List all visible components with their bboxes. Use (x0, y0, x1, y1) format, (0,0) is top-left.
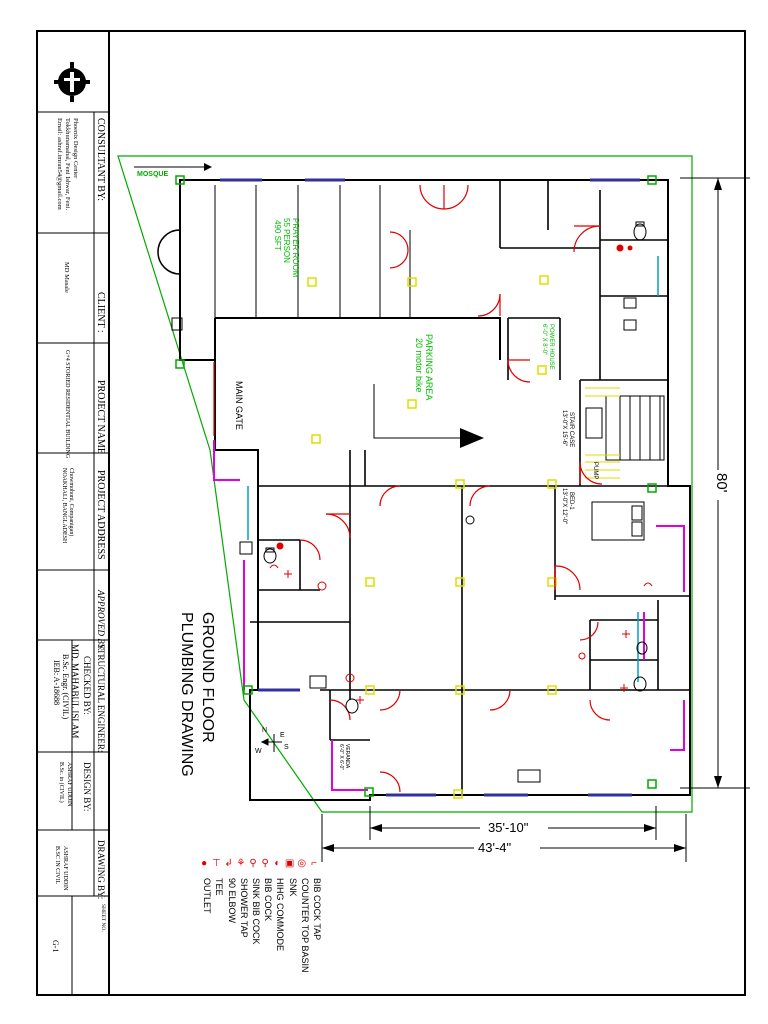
entry-arrow (373, 384, 484, 448)
drawing-title-line-2: PLUMBING DRAWING (178, 612, 195, 777)
bib-cock-tap-icon: ⌐ (311, 858, 317, 869)
legend-label: SHOWER TAP (238, 878, 249, 938)
sink-icon: ▣ (284, 858, 295, 869)
stair-steps-yellow (585, 387, 620, 479)
sink-bib-cock-icon: ⚲ (249, 858, 257, 869)
interior-walls (250, 180, 690, 795)
door-leaves (213, 185, 600, 590)
title-block (36, 30, 110, 996)
dimension-lines (321, 177, 750, 862)
stair-case-size: 13'-0"X 15'-6" (561, 410, 567, 447)
compass-north: N (262, 727, 268, 734)
legend-label: BIB COCK TAP (312, 878, 322, 941)
prayer-room-area: 490 SFT (273, 220, 282, 251)
veranda-label: VERANDA (344, 744, 350, 769)
bed-label: BED-1 (568, 492, 574, 510)
mosque-niche (171, 317, 183, 331)
high-commode-icon: ◐ (274, 858, 281, 869)
corner-markers (175, 175, 657, 797)
tee-icon: ⊤ (212, 858, 221, 869)
parking-label: PARKING AREA (424, 334, 434, 401)
legend-label: OUTLET (202, 878, 213, 914)
prayer-room-lines (214, 185, 411, 318)
outlet-icon: ● (201, 858, 208, 869)
bib-cock-icon: ⚲ (261, 858, 269, 869)
bed-size: 13'-0"X 12'-0" (561, 488, 567, 525)
shower-tap-icon: ⚘ (236, 858, 246, 869)
power-house-size: 6'-0" X 8'-0" (541, 324, 547, 356)
mosque-label: MOSQUE (137, 171, 169, 178)
site-boundary (117, 155, 693, 813)
prayer-room-capacity: 55 PERSON (282, 218, 291, 263)
legend-label: 90 ELBOW (226, 878, 237, 924)
plumbing-fixtures (269, 244, 653, 704)
dimension-43-4: 43'-4" (478, 840, 512, 855)
drawing-title-line-1: GROUND FLOOR (199, 612, 216, 743)
toilets (239, 221, 648, 783)
compass-icon (260, 734, 282, 752)
mosque-arrow (134, 163, 212, 171)
dimension-arrows (322, 178, 722, 852)
legend-label: BIB COCK (263, 878, 274, 922)
prayer-room-label: PRAYER ROOM (291, 218, 300, 278)
compass-west: W (255, 748, 262, 755)
exterior-walls (179, 179, 691, 801)
sheet-frame (36, 30, 746, 996)
bed-icon (591, 501, 645, 541)
main-gate-label: MAIN GATE (234, 381, 244, 430)
drain-pipes (213, 440, 685, 791)
staircase (585, 395, 665, 461)
legend-label: TEE (214, 878, 225, 896)
legend-label: SINK BIB COCK (251, 878, 261, 945)
company-logo-icon (54, 62, 90, 102)
legend-label: SNK (287, 878, 298, 897)
windows (220, 178, 640, 797)
dimension-80: 80' (713, 473, 730, 493)
compass-east: E (280, 732, 285, 739)
pump-label: PUMP (592, 462, 598, 480)
legend-label: COUNTER TOP BASIN (299, 878, 310, 973)
elbow-icon: ↲ (224, 858, 233, 869)
mosque-apse (157, 229, 181, 275)
water-pipes (247, 256, 659, 682)
parking-capacity: 20 motor bike (414, 338, 424, 393)
power-house-label: POWER HOUSE (548, 324, 554, 370)
counter-top-basin-icon: ◎ (297, 858, 307, 869)
columns (307, 275, 557, 799)
compass-south: S (284, 744, 289, 751)
stair-case-label: STAIR CASE (568, 412, 574, 448)
dimension-35-10: 35'-10" (488, 820, 529, 835)
veranda-size: 6'-0" X 6'-0" (338, 744, 344, 771)
legend-label: HIHG COMMODE (275, 878, 286, 951)
